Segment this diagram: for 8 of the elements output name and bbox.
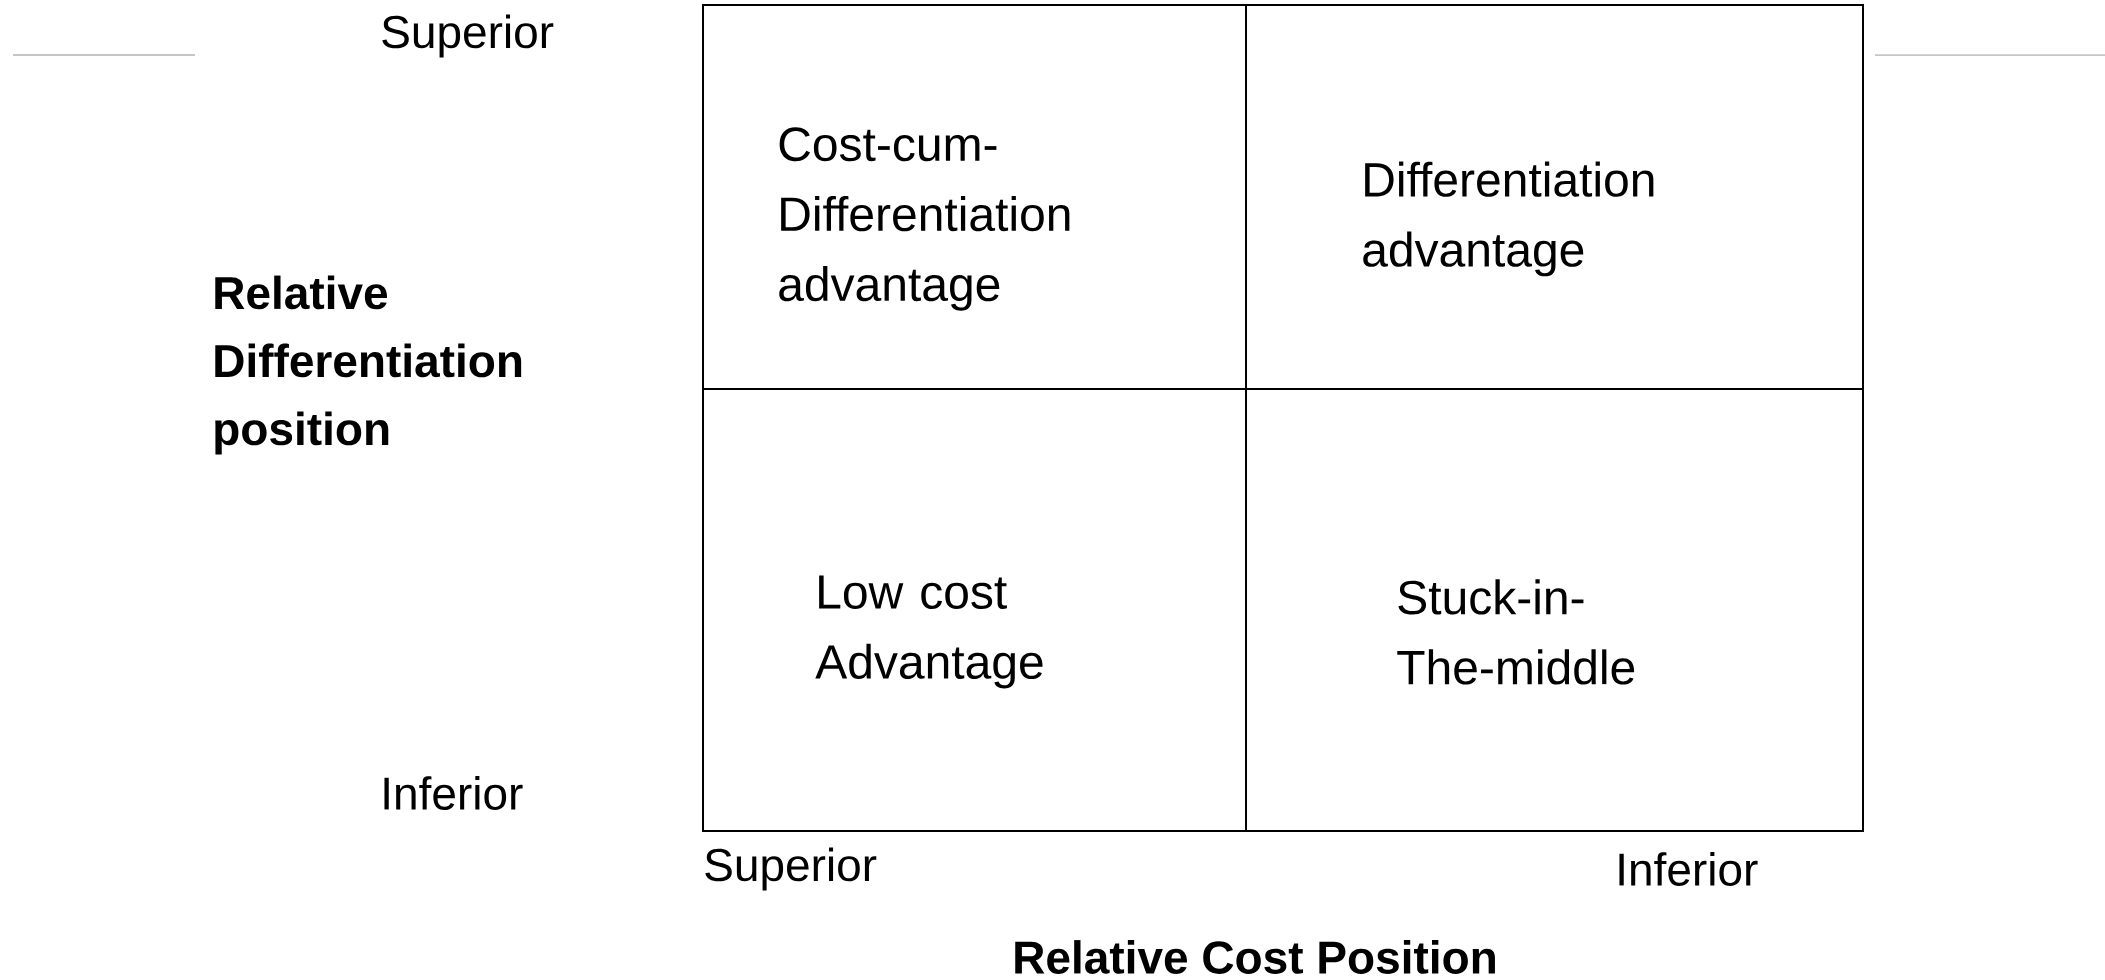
axis-title: Relative Cost Position [1015, 940, 1495, 974]
axis-title: Relative Differentiation position [215, 275, 522, 455]
quadrant-box: Differentiation advantage [1245, 4, 1864, 390]
axis-label: Inferior [384, 776, 523, 810]
quadrant-box: Stuck-in-The-middle [1245, 388, 1864, 832]
axis-label: Superior [382, 14, 554, 58]
quadrant-box: Low cost Advantage [702, 388, 1247, 832]
quadrant-box: Cost-cum-Differentiation advantage [702, 4, 1247, 390]
